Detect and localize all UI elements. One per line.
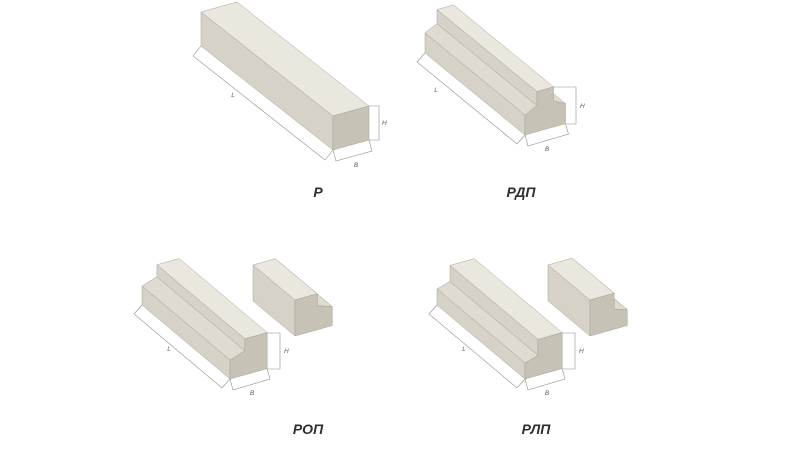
dimension-width-label: B bbox=[250, 390, 255, 397]
dimension-width-line bbox=[524, 368, 566, 391]
dimension-height-line bbox=[267, 332, 281, 370]
figure-rdp: L H B bbox=[410, 0, 600, 185]
dimension-height-label: H bbox=[580, 103, 585, 110]
dimension-width-label: B bbox=[354, 162, 359, 169]
dimension-length-line bbox=[416, 52, 526, 145]
dimension-width-label: B bbox=[545, 390, 550, 397]
dimension-width-line bbox=[332, 139, 373, 162]
dimension-height-line bbox=[562, 332, 576, 370]
beam-single-shelf bbox=[436, 258, 563, 380]
dimension-height-label: H bbox=[284, 348, 289, 355]
dimension-height-label: H bbox=[579, 348, 584, 355]
figure-r: L H B bbox=[185, 0, 405, 185]
figure-rlp: L H B bbox=[420, 245, 635, 430]
beam-drawing-rlp: L H B bbox=[428, 257, 628, 397]
dimension-length-label: L bbox=[462, 346, 466, 353]
section-piece bbox=[252, 258, 333, 337]
dimension-height-label: H bbox=[382, 120, 387, 127]
beam-single-shelf bbox=[141, 258, 268, 380]
caption-rop: РОП bbox=[292, 421, 324, 437]
dimension-width-line bbox=[229, 368, 271, 391]
beam-drawing-r: L H B bbox=[192, 1, 387, 169]
dimension-height-line bbox=[369, 105, 380, 141]
beam-drawing-rop: L H B bbox=[133, 258, 333, 397]
piece-end-face bbox=[589, 292, 628, 337]
section-piece bbox=[547, 257, 628, 337]
caption-r: Р bbox=[313, 184, 323, 200]
dimension-length-line bbox=[428, 304, 526, 389]
beam-end-face bbox=[524, 86, 566, 136]
dimension-height-line bbox=[553, 86, 577, 125]
dimension-length-label: L bbox=[434, 87, 438, 94]
beam-rect bbox=[200, 1, 370, 151]
dimension-width-label: B bbox=[545, 146, 550, 153]
beam-drawing-rdp: L H B bbox=[416, 4, 585, 153]
dimension-length-label: L bbox=[167, 346, 171, 353]
dimension-width-line bbox=[524, 123, 569, 147]
caption-rlp: РЛП bbox=[521, 421, 551, 437]
dimension-length-line bbox=[192, 45, 334, 161]
dimension-length-label: L bbox=[231, 92, 235, 99]
beam-two-shelf bbox=[424, 4, 566, 136]
figure-rop: L H B bbox=[130, 245, 345, 430]
piece-end-face bbox=[294, 293, 333, 337]
dimension-length-line bbox=[133, 304, 231, 389]
caption-rdp: РДП bbox=[506, 184, 536, 200]
